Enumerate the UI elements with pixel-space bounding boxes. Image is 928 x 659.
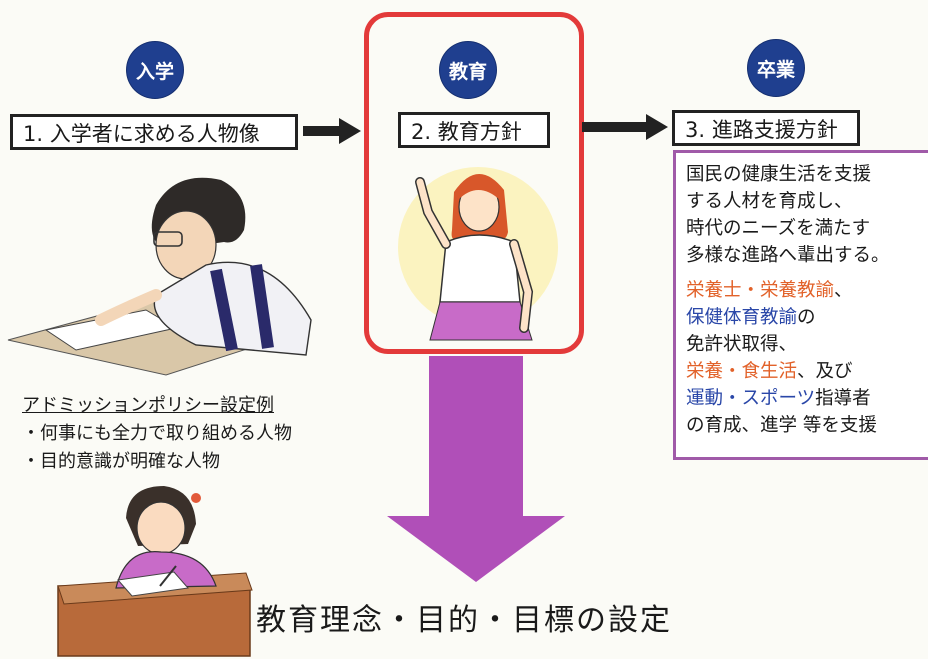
arrow-right-icon bbox=[303, 118, 361, 144]
info-intro-line: 多様な進路へ輩出する。 bbox=[686, 245, 890, 266]
admission-policy-examples: アドミッションポリシー設定例 ・何事にも全力で取り組める人物 ・目的意識が明確な… bbox=[22, 392, 292, 476]
info-line: 保健体育教諭の bbox=[686, 307, 816, 328]
dietitian-teacher-text: 栄養士・栄養教諭 bbox=[686, 280, 835, 301]
admission-policy-item: ・目的意識が明確な人物 bbox=[22, 451, 220, 472]
info-intro-line: 時代のニーズを満たす bbox=[686, 218, 871, 239]
teacher-illustration bbox=[398, 167, 558, 341]
big-down-arrow-icon bbox=[387, 356, 565, 582]
stage-box-admission: 1. 入学者に求める人物像 bbox=[10, 114, 298, 150]
info-line: 栄養士・栄養教諭、 bbox=[686, 280, 853, 301]
info-line: 免許状取得、 bbox=[686, 334, 798, 355]
admission-badge: 入学 bbox=[127, 42, 183, 98]
girl-studying-illustration bbox=[57, 486, 253, 657]
stage-box-career: 3. 進路支援方針 bbox=[672, 110, 860, 146]
info-line: 栄養・食生活、及び bbox=[686, 361, 853, 382]
education-badge: 教育 bbox=[440, 42, 496, 98]
info-line: の育成、進学 等を支援 bbox=[686, 415, 877, 436]
nutrition-diet-text: 栄養・食生活 bbox=[686, 361, 798, 382]
education-highlight-frame bbox=[364, 12, 584, 354]
pe-teacher-text: 保健体育教諭 bbox=[686, 307, 798, 328]
stage-box-education: 2. 教育方針 bbox=[398, 112, 550, 148]
bottom-title: 教育理念・目的・目標の設定 bbox=[256, 603, 672, 638]
info-intro-line: 国民の健康生活を支援 bbox=[686, 164, 872, 185]
graduation-badge: 卒業 bbox=[748, 40, 804, 96]
career-support-info-box: 国民の健康生活を支援 する人材を育成し、 時代のニーズを満たす 多様な進路へ輩出… bbox=[673, 150, 928, 460]
info-line: 運動・スポーツ指導者 bbox=[686, 388, 871, 409]
admission-policy-heading: アドミッションポリシー設定例 bbox=[22, 395, 274, 416]
arrow-right-icon bbox=[582, 114, 668, 140]
exercise-sports-text: 運動・スポーツ bbox=[686, 388, 816, 409]
info-intro-line: する人材を育成し、 bbox=[686, 191, 853, 212]
student-writing-illustration bbox=[7, 177, 312, 376]
admission-policy-item: ・何事にも全力で取り組める人物 bbox=[22, 423, 292, 444]
